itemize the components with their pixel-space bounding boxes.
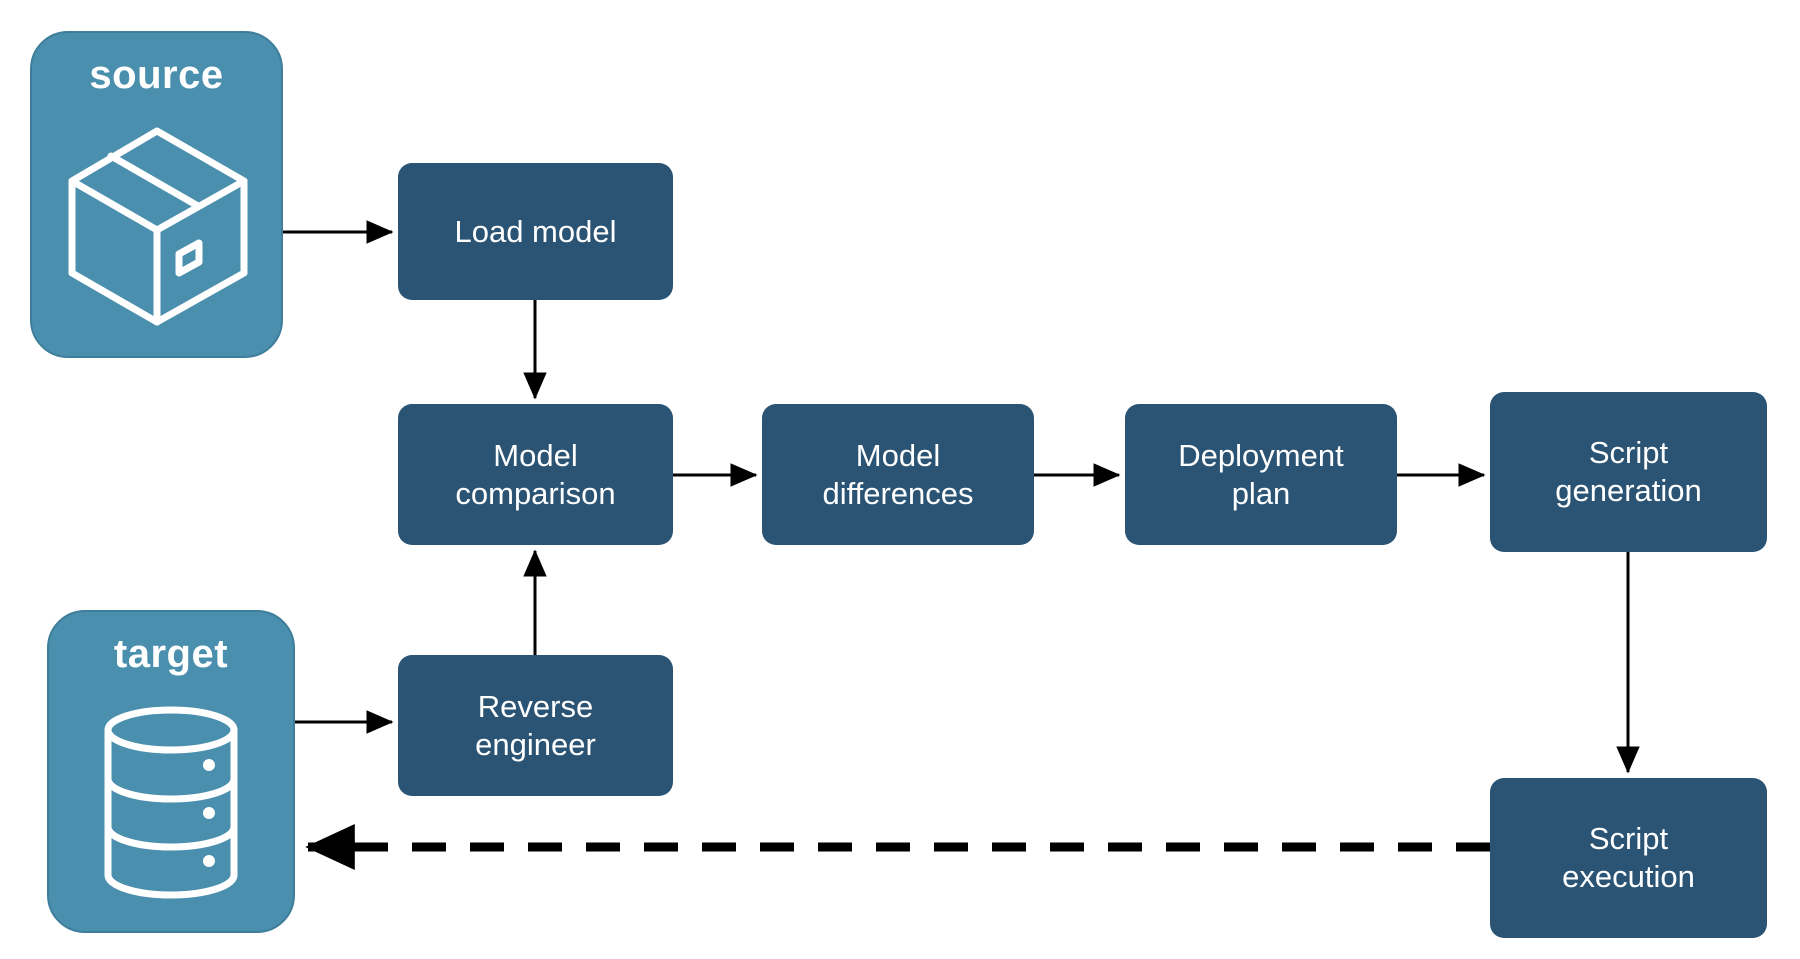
process-box-reverse-engineer[interactable]: Reverse engineer (398, 655, 673, 796)
endpoint-card-target[interactable]: target (47, 610, 295, 933)
process-box-model-comparison[interactable]: Model comparison (398, 404, 673, 545)
endpoint-label-target: target (113, 632, 229, 676)
endpoint-card-source[interactable]: source (30, 31, 283, 358)
database-cylinder-icon (49, 674, 293, 931)
process-box-deployment-plan[interactable]: Deployment plan (1125, 404, 1397, 545)
process-box-script-execution[interactable]: Script execution (1490, 778, 1767, 938)
process-box-script-generation[interactable]: Script generation (1490, 392, 1767, 552)
endpoint-label-source: source (89, 53, 224, 97)
package-box-icon (32, 95, 281, 356)
process-box-load-model[interactable]: Load model (398, 163, 673, 300)
process-box-model-differences[interactable]: Model differences (762, 404, 1034, 545)
